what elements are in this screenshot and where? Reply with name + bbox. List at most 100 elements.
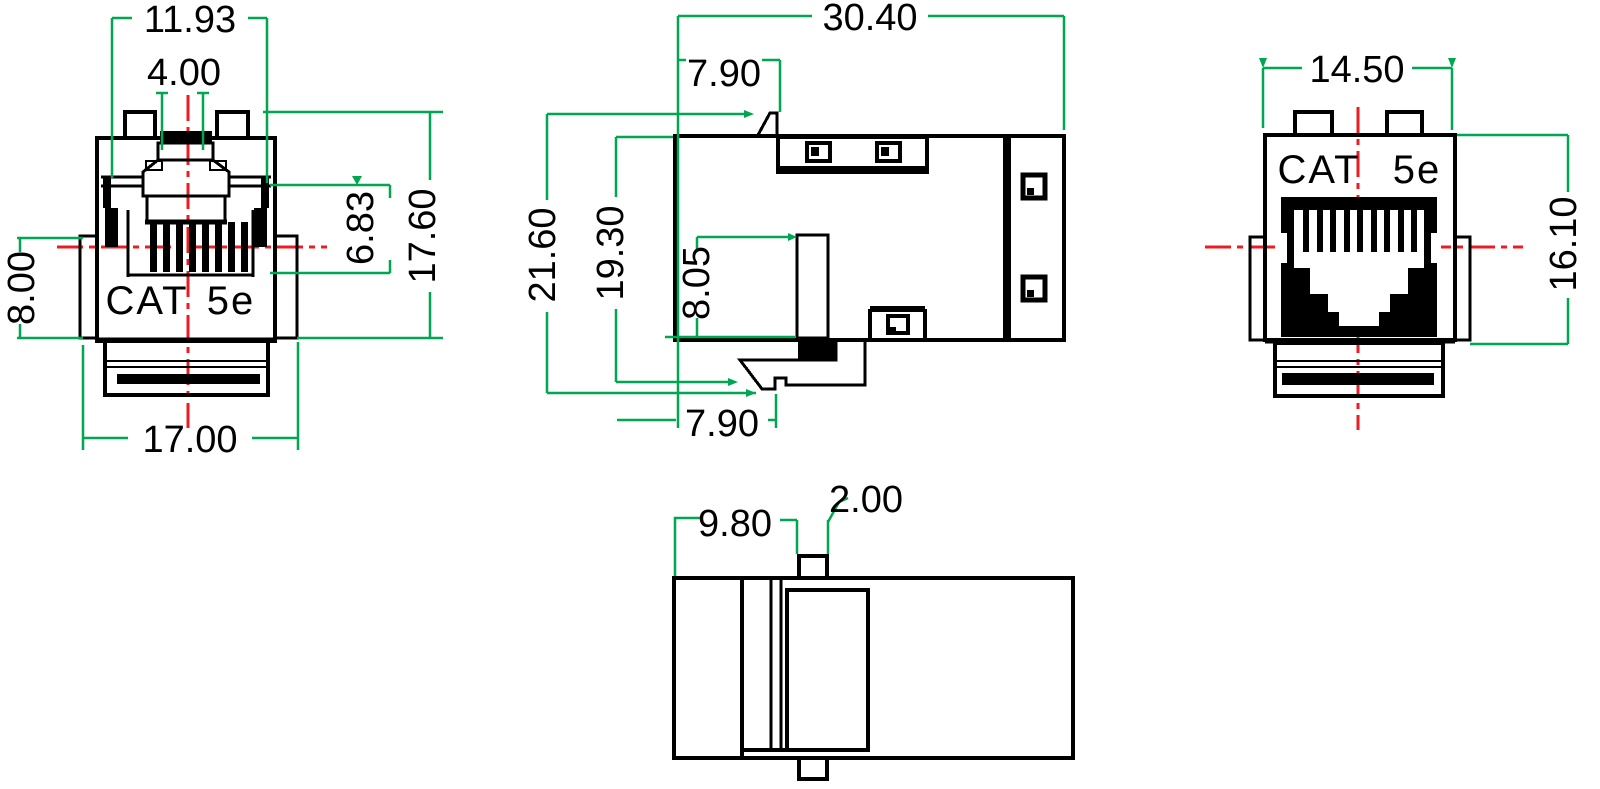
socket-pin bbox=[1384, 210, 1390, 252]
dim-label-width-body: 17.00 bbox=[142, 419, 237, 461]
dim-label-height-inner: 8.05 bbox=[676, 246, 718, 320]
contact-tooth bbox=[241, 222, 248, 272]
side-top-flag bbox=[756, 111, 779, 136]
dim-side-length-total: 30.40 bbox=[676, 0, 1066, 428]
side-arm-root bbox=[798, 340, 837, 360]
dim-label-length-latch: 7.90 bbox=[685, 403, 759, 445]
dim-front-height-opening: 6.83 bbox=[270, 176, 392, 275]
front-wing-left bbox=[78, 234, 99, 340]
socket-pin bbox=[1371, 210, 1377, 252]
front-right-tab bbox=[215, 110, 250, 140]
rear-socket-pins bbox=[1303, 210, 1417, 252]
side-right-notch-bottom bbox=[1027, 290, 1034, 297]
side-inner-post bbox=[795, 233, 830, 340]
dim-label-rear-height: 16.10 bbox=[1543, 196, 1585, 291]
dim-label-height-body: 19.30 bbox=[590, 205, 632, 300]
contact-tooth bbox=[150, 222, 157, 272]
socket-pin bbox=[1411, 210, 1417, 252]
dim-side-length-latch: 7.90 bbox=[617, 394, 778, 445]
top-inner-rect bbox=[785, 588, 870, 752]
dim-label-width-notch: 4.00 bbox=[147, 52, 221, 94]
top-tab-lower bbox=[797, 756, 829, 781]
top-body-outline bbox=[672, 576, 1075, 760]
front-shutter-lower bbox=[145, 194, 227, 224]
rear-wing-right bbox=[1453, 235, 1472, 342]
dim-top-width-tab: 2.00 bbox=[826, 479, 903, 554]
rear-left-tab bbox=[1293, 110, 1334, 137]
side-latch-arm bbox=[736, 342, 867, 391]
dim-front-width-notch: 4.00 bbox=[147, 52, 221, 150]
dim-label-height-side: 8.00 bbox=[1, 251, 43, 325]
top-dimensions: 9.80 2.00 bbox=[673, 479, 903, 576]
rear-socket-opening bbox=[1294, 210, 1424, 326]
dim-front-width-body: 17.00 bbox=[81, 342, 300, 461]
rear-label-cat: CAT bbox=[1277, 148, 1360, 192]
front-latch-bar bbox=[117, 374, 260, 384]
rear-label-grade: 5e bbox=[1393, 148, 1442, 192]
dim-label-length-cap: 9.80 bbox=[698, 503, 772, 545]
side-window-notch-left bbox=[811, 147, 819, 156]
side-latch-square-inner bbox=[886, 314, 910, 335]
front-shutter-notch-left bbox=[145, 160, 163, 171]
contact-tooth bbox=[163, 222, 170, 272]
dim-label-width-tab: 2.00 bbox=[829, 479, 903, 521]
rear-latch-bar bbox=[1282, 373, 1434, 385]
rear-latch-block bbox=[1273, 341, 1445, 398]
socket-pin bbox=[1344, 210, 1350, 252]
contact-tooth bbox=[228, 222, 235, 272]
front-view bbox=[57, 95, 327, 428]
dim-label-length-front: 7.90 bbox=[687, 53, 761, 95]
contact-tooth bbox=[176, 222, 183, 272]
rear-view bbox=[1205, 107, 1523, 430]
dim-top-length-cap: 9.80 bbox=[673, 503, 799, 576]
top-view bbox=[672, 554, 1075, 781]
contact-tooth bbox=[202, 222, 209, 272]
front-side-bar-right bbox=[261, 177, 269, 208]
rear-right-tab bbox=[1385, 110, 1424, 137]
front-wing-right bbox=[273, 234, 299, 340]
dim-side-length-front: 7.90 bbox=[678, 53, 782, 112]
front-label-cat: CAT bbox=[105, 279, 188, 323]
side-window-notch-right bbox=[881, 147, 889, 156]
side-right-notch-top bbox=[1027, 188, 1034, 195]
dim-front-width-tabs: 11.93 bbox=[110, 0, 269, 183]
dim-label-height-total-side: 21.60 bbox=[522, 207, 564, 302]
front-side-bar-left bbox=[103, 177, 111, 208]
rear-wing-left bbox=[1248, 235, 1267, 342]
side-latch-notch bbox=[888, 327, 896, 333]
dim-label-rear-width: 14.50 bbox=[1309, 49, 1404, 91]
front-dimensions: 11.93 4.00 8.00 6.83 17.60 17.00 bbox=[1, 0, 444, 461]
dim-front-height-side: 8.00 bbox=[1, 236, 83, 340]
dim-rear-width: 14.50 bbox=[1259, 49, 1456, 130]
front-left-tab bbox=[123, 110, 157, 140]
dim-side-height-inner: 8.05 bbox=[665, 233, 797, 339]
rear-dimensions: 14.50 16.10 bbox=[1259, 49, 1585, 346]
side-view bbox=[673, 111, 1066, 391]
front-side-block-left bbox=[105, 208, 118, 247]
rear-socket-side-notch-right bbox=[1431, 233, 1441, 263]
socket-pin bbox=[1330, 210, 1336, 252]
top-tab-upper bbox=[797, 554, 829, 580]
dim-front-height-total: 17.60 bbox=[263, 110, 444, 340]
contact-tooth bbox=[215, 222, 222, 272]
dim-label-width-tabs: 11.93 bbox=[144, 0, 236, 41]
socket-pin bbox=[1317, 210, 1323, 252]
socket-pin bbox=[1303, 210, 1309, 252]
front-top-band bbox=[160, 131, 212, 142]
front-shutter-notch-right bbox=[209, 160, 227, 171]
socket-pin bbox=[1357, 210, 1363, 252]
contact-tooth bbox=[189, 222, 196, 272]
front-contact-comb bbox=[150, 222, 248, 272]
front-side-block-right bbox=[254, 208, 267, 247]
dim-label-height-total: 17.60 bbox=[402, 188, 444, 283]
dim-side-height-total: 21.60 bbox=[522, 110, 756, 397]
front-shutter-body bbox=[141, 158, 231, 198]
dim-label-length-total: 30.40 bbox=[822, 0, 917, 39]
rear-socket-side-notch-left bbox=[1277, 233, 1287, 263]
socket-pin bbox=[1398, 210, 1404, 252]
front-shutter-top bbox=[156, 141, 215, 162]
dim-side-height-body: 19.30 bbox=[590, 135, 738, 386]
dim-rear-height: 16.10 bbox=[1457, 133, 1585, 346]
